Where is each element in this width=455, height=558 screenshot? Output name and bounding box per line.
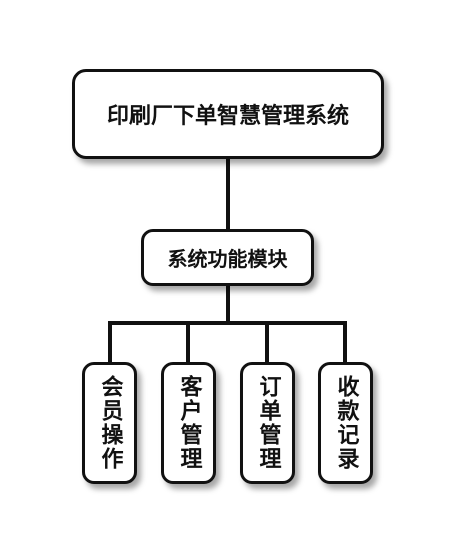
leaf-node-label: 会员操作 — [97, 375, 123, 471]
module-node-label: 系统功能模块 — [167, 247, 288, 271]
leaf-node-member-operation: 会员操作 — [82, 362, 137, 484]
leaf-node-customer-management: 客户管理 — [161, 362, 216, 484]
leaf-node-label: 收款记录 — [333, 375, 359, 471]
root-node-label: 印刷厂下单智慧管理系统 — [106, 104, 349, 129]
leaf-node-label: 订单管理 — [255, 375, 281, 471]
leaf-node-order-management: 订单管理 — [240, 362, 295, 484]
leaf-node-payment-records: 收款记录 — [318, 362, 373, 484]
root-node: 印刷厂下单智慧管理系统 — [72, 69, 384, 159]
leaf-node-label: 客户管理 — [176, 375, 202, 471]
module-node: 系统功能模块 — [141, 229, 314, 286]
